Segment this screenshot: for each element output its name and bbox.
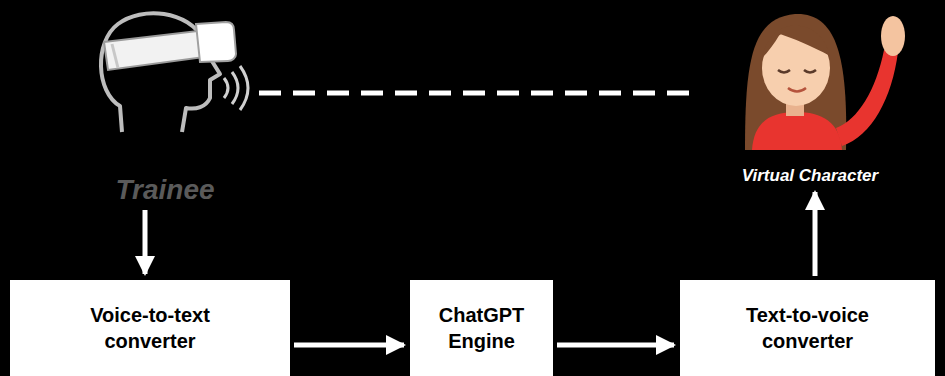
sound-wave [232,72,238,104]
eye [804,70,816,73]
eye [778,70,790,73]
box-label: Text-to-voice converter [723,302,893,354]
box-label: ChatGPT Engine [427,302,537,354]
figure-label: Trainee [115,175,214,206]
process-box: Text-to-voice converter [680,280,935,376]
sound-wave [240,66,248,110]
character-figure: Virtual Character [690,0,930,186]
raised-arm [836,50,898,146]
figure-label: Virtual Character [742,166,878,186]
flow-arrow [557,343,674,348]
headset-band [104,30,212,70]
dashed-link [259,91,690,96]
flow-arrow [143,210,148,274]
trainee-head-icon [101,13,248,132]
trainee-figure: Trainee [75,8,255,206]
shirt [752,112,842,150]
process-box: Voice-to-text converter [10,280,290,376]
process-box: ChatGPT Engine [410,280,553,376]
hand [881,16,905,56]
hair [745,14,846,150]
sound-wave [224,78,228,98]
fringe [762,26,830,58]
flow-arrow [294,343,404,348]
smile [788,88,806,92]
headset-strap [112,44,118,68]
virtual-character-figure [745,14,905,150]
box-label: Voice-to-text converter [65,302,235,354]
flow-arrow [813,192,818,276]
headset-visor [196,22,236,62]
